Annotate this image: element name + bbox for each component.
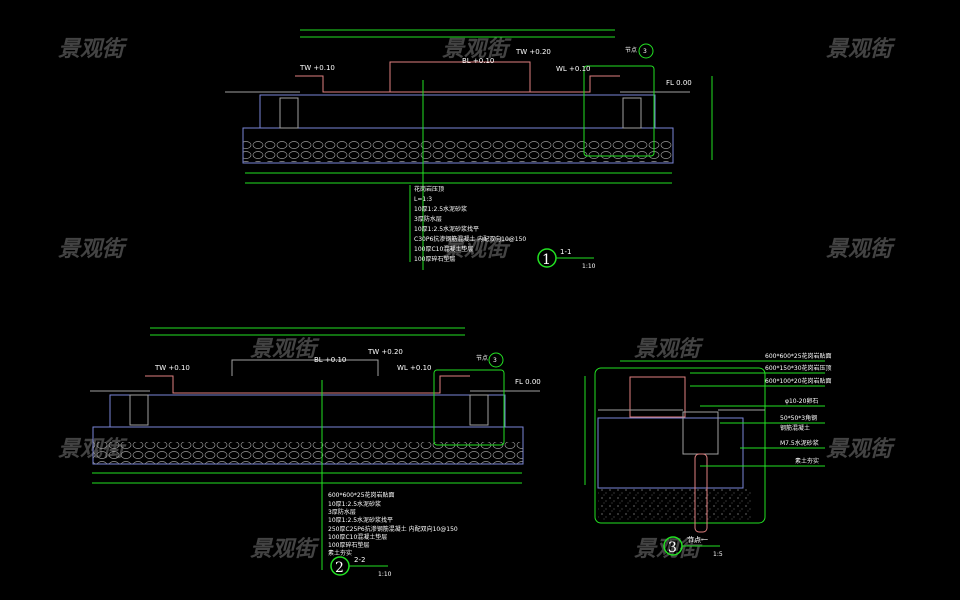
watermark: 景观街	[634, 537, 704, 562]
watermark: 景观街	[826, 437, 896, 462]
svg-text:M7.5水泥砂浆: M7.5水泥砂浆	[780, 439, 819, 447]
svg-text:100厚C10混凝土垫层: 100厚C10混凝土垫层	[414, 245, 473, 253]
detail-ref-number: 3	[643, 48, 647, 55]
svg-text:600*100*20花岗岩贴面: 600*100*20花岗岩贴面	[765, 377, 832, 385]
section-2-2: TW +0.10 BL +0.10 TW +0.20 WL +0.10 FL 0…	[90, 327, 541, 578]
svg-text:600*150*30花岗岩压顶: 600*150*30花岗岩压顶	[765, 364, 832, 372]
svg-text:花岗岩压顶: 花岗岩压顶	[414, 185, 444, 193]
detail-scale: 1:5	[713, 551, 723, 558]
svg-text:素土夯实: 素土夯实	[328, 549, 352, 557]
svg-text:600*600*25花岗岩贴面: 600*600*25花岗岩贴面	[765, 352, 832, 360]
level-tw-left: TW +0.10	[299, 64, 335, 72]
level-tw-top: TW +0.20	[515, 48, 551, 56]
watermark: 景观街	[250, 337, 320, 362]
detail-title: 节点一	[687, 536, 708, 544]
section-title: 1-1	[560, 248, 571, 256]
detail-number: 3	[668, 540, 677, 556]
svg-text:3厚防水层: 3厚防水层	[414, 215, 442, 223]
section-1-1: TW +0.10 BL +0.10 TW +0.20 WL +0.10 FL 0…	[225, 29, 713, 270]
section-number: 1	[542, 252, 551, 268]
svg-text:100厚碎石垫层: 100厚碎石垫层	[414, 255, 455, 263]
watermark: 景观街	[634, 337, 704, 362]
level-wl: WL +0.10	[556, 65, 591, 73]
layer-notes-2: 600*600*25花岗岩贴面 10厚1:2.5水泥砂浆 3厚防水层 10厚1:…	[328, 491, 458, 557]
level-fl: FL 0.00	[666, 79, 692, 87]
svg-text:600*600*25花岗岩贴面: 600*600*25花岗岩贴面	[328, 491, 395, 499]
detail-notes: 600*600*25花岗岩贴面 600*150*30花岗岩压顶 600*100*…	[620, 352, 832, 467]
watermark: 景观街	[250, 537, 320, 562]
section-scale: 1:10	[582, 263, 596, 270]
level-tw-top: TW +0.20	[367, 348, 403, 356]
svg-text:3厚防水层: 3厚防水层	[328, 508, 356, 516]
level-bl: BL +0.10	[314, 356, 346, 364]
watermark: 景观街	[826, 237, 896, 262]
section-number: 2	[335, 560, 344, 576]
watermark: 景观街	[442, 37, 512, 62]
watermark: 景观街	[442, 237, 512, 262]
detail-ref-number: 3	[493, 357, 497, 364]
watermark: 景观街	[58, 37, 128, 62]
svg-text:L=1:3: L=1:3	[414, 196, 432, 203]
svg-text:10厚1:2.5水泥砂浆找平: 10厚1:2.5水泥砂浆找平	[328, 516, 393, 524]
watermark: 景观街	[826, 37, 896, 62]
detail-ref-label: 节点	[476, 354, 488, 362]
watermark: 景观街	[58, 237, 128, 262]
svg-text:50*50*3角钢: 50*50*3角钢	[780, 414, 817, 422]
section-title: 2-2	[354, 556, 365, 564]
level-bl: BL +0.10	[462, 57, 494, 65]
level-tw-left: TW +0.10	[154, 364, 190, 372]
layer-notes-1: 花岗岩压顶 L=1:3 10厚1:2.5水泥砂浆 3厚防水层 10厚1:2.5水…	[414, 185, 526, 263]
svg-text:钢筋混凝土: 钢筋混凝土	[780, 424, 810, 432]
watermarks: 景观街 景观街 景观街 景观街 景观街 景观街 景观街 景观街 景观街 景观街 …	[58, 37, 896, 562]
svg-text:10厚1:2.5水泥砂浆: 10厚1:2.5水泥砂浆	[328, 500, 381, 508]
svg-text:100厚C10混凝土垫层: 100厚C10混凝土垫层	[328, 533, 387, 541]
detail-ref-label: 节点	[625, 46, 637, 54]
section-scale: 1:10	[378, 571, 392, 578]
svg-text:10厚1:2.5水泥砂浆找平: 10厚1:2.5水泥砂浆找平	[414, 225, 479, 233]
svg-text:C30P6抗渗钢筋混凝土 内配双向10@150: C30P6抗渗钢筋混凝土 内配双向10@150	[414, 235, 526, 243]
svg-text:素土夯实: 素土夯实	[795, 457, 819, 465]
svg-text:250厚C25P6抗渗钢筋混凝土 内配双向10@150: 250厚C25P6抗渗钢筋混凝土 内配双向10@150	[328, 525, 458, 533]
detail-3: 600*600*25花岗岩贴面 600*150*30花岗岩压顶 600*100*…	[584, 352, 832, 558]
svg-text:10厚1:2.5水泥砂浆: 10厚1:2.5水泥砂浆	[414, 205, 467, 213]
svg-text:100厚碎石垫层: 100厚碎石垫层	[328, 541, 369, 549]
level-wl: WL +0.10	[397, 364, 432, 372]
level-fl: FL 0.00	[515, 378, 541, 386]
svg-text:φ10-20卵石: φ10-20卵石	[785, 397, 818, 405]
